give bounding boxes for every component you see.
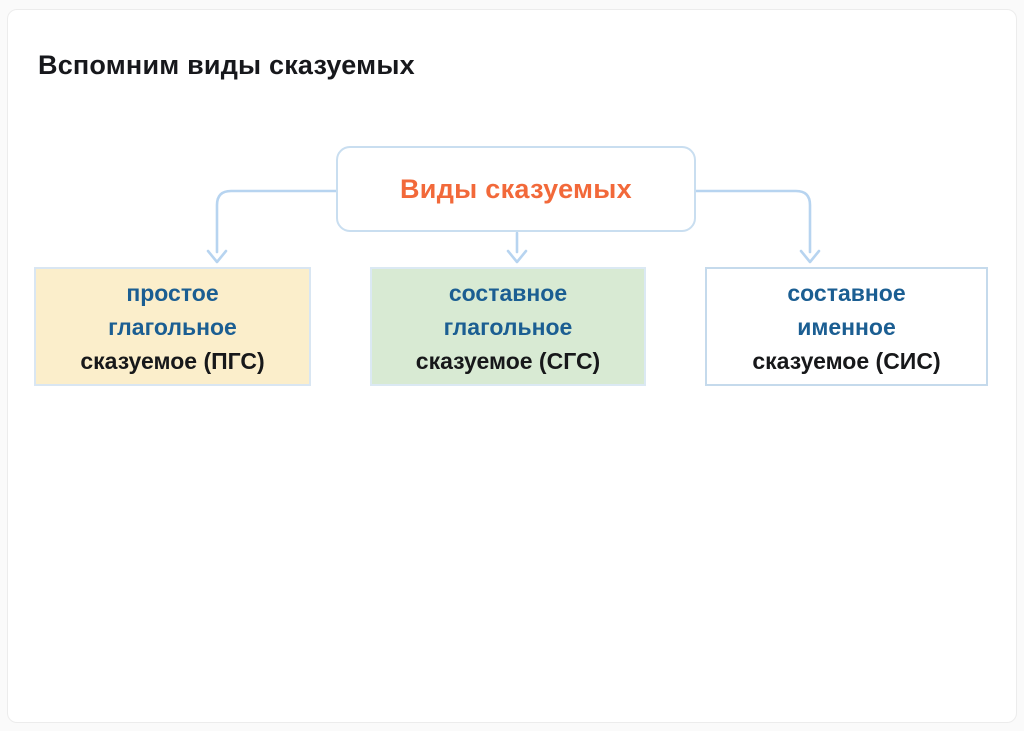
node-pgs-line-1: простое xyxy=(126,279,219,306)
node-sis-line-1: составное xyxy=(787,279,906,306)
diagram-root-node: Виды сказуемых xyxy=(336,146,696,232)
page-title: Вспомним виды сказуемых xyxy=(38,50,415,80)
node-pgs-line-3: сказуемое (ПГС) xyxy=(80,347,265,374)
node-sgs-line-2: глагольное xyxy=(443,313,573,340)
node-sgs-line-3: сказуемое (СГС) xyxy=(415,347,601,374)
diagram-root-label: Виды сказуемых xyxy=(400,173,632,204)
node-sgs-line-1: составное xyxy=(448,279,568,306)
node-sis-line-3: сказуемое (СИС) xyxy=(752,347,941,374)
diagram-node-pgs: простое глагольное сказуемое (ПГС) xyxy=(34,267,311,386)
node-sis-line-2: именное xyxy=(797,313,896,340)
diagram-node-sis: составное именное сказуемое (СИС) xyxy=(705,267,988,386)
node-pgs-line-2: глагольное xyxy=(108,313,237,340)
diagram-node-sgs: составное глагольное сказуемое (СГС) xyxy=(370,267,646,386)
